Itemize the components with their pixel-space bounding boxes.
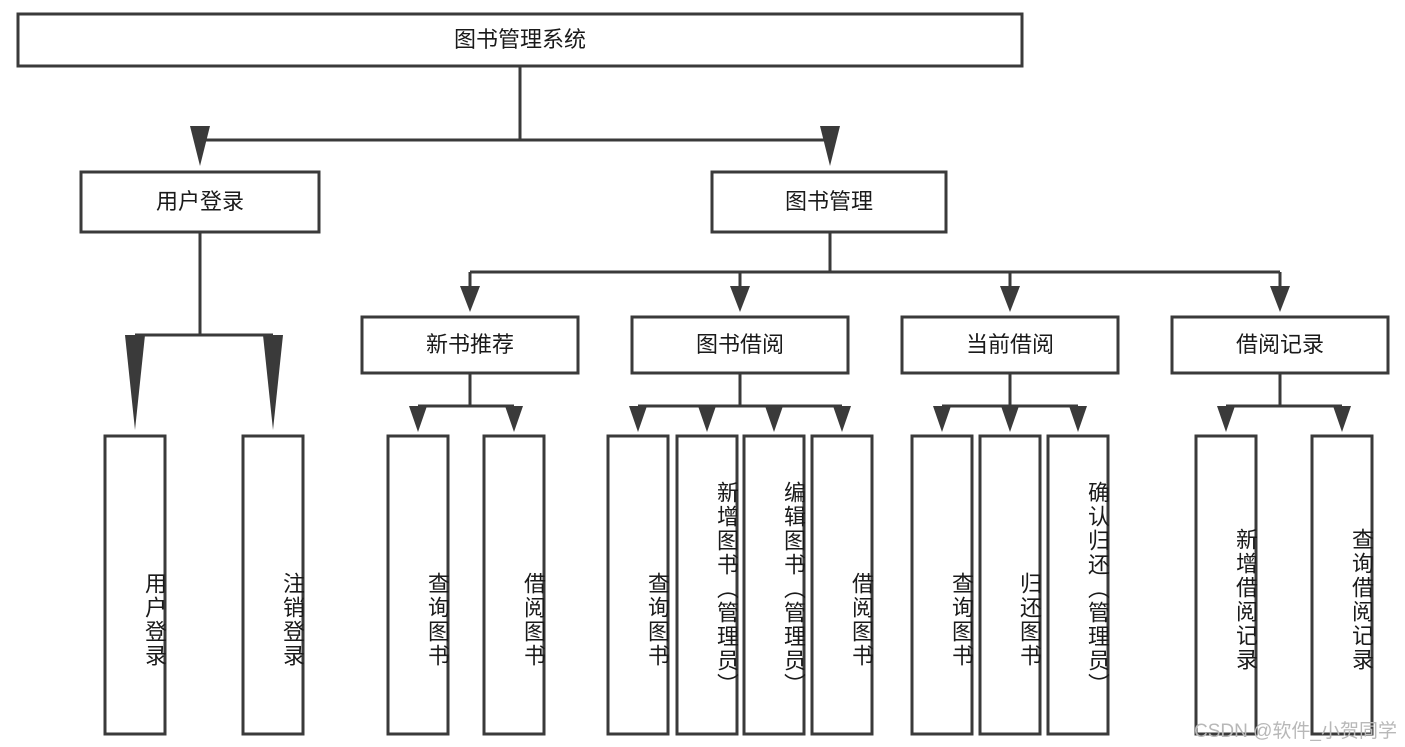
connector-group-newbookrec-to-leaves [409, 373, 523, 432]
node-box-borrow-record[interactable] [1170, 315, 1390, 375]
node-box-leaf-query-book-2[interactable] [606, 434, 670, 736]
node-box-leaf-add-record[interactable] [1194, 434, 1258, 736]
node-box-new-book-recommend[interactable] [360, 315, 580, 375]
node-box-leaf-confirm-return[interactable] [1046, 434, 1110, 736]
node-label-new-book-recommend: 新书推荐 [426, 332, 514, 357]
connector-group-bookmgmt-to-level2 [460, 232, 1290, 312]
node-label-current-borrow: 当前借阅 [966, 332, 1054, 357]
connector-group-borrowrecord-to-leaves [1217, 373, 1351, 432]
arrow-head-book-borrow [730, 286, 750, 312]
arrow-head-book-mgmt [820, 126, 840, 166]
node-box-leaf-edit-book[interactable] [742, 434, 806, 736]
node-box-leaf-borrow-book-2[interactable] [810, 434, 874, 736]
connector-group-root-to-level1 [190, 66, 840, 166]
arrow-head-leaf-query-book-3 [933, 406, 951, 432]
arrow-head-leaf-edit-book [765, 406, 783, 432]
node-box-leaf-query-book-3[interactable] [910, 434, 974, 736]
arrow-head-leaf-borrow-book-1 [505, 406, 523, 432]
arrow-head-borrow-record [1270, 286, 1290, 312]
node-label-user-login: 用户登录 [156, 189, 244, 214]
node-label-book-borrow: 图书借阅 [696, 332, 784, 357]
arrow-head-new-book-rec [460, 286, 480, 312]
arrow-head-leaf-add-book [698, 406, 716, 432]
connector-group-bookborrow-to-leaves [629, 373, 851, 432]
arrow-head-current-borrow [1000, 286, 1020, 312]
node-box-leaf-query-book-1[interactable] [386, 434, 450, 736]
node-box-book-borrow[interactable] [630, 315, 850, 375]
node-box-leaf-user-login[interactable] [103, 434, 167, 736]
connector-group-currentborrow-to-leaves [933, 373, 1087, 432]
node-box-current-borrow[interactable] [900, 315, 1120, 375]
arrow-head-leaf-add-record [1217, 406, 1235, 432]
node-label-borrow-record: 借阅记录 [1236, 332, 1324, 357]
connector-group-userlogin-to-leaves [125, 232, 283, 430]
arrow-head-leaf-borrow-book-2 [833, 406, 851, 432]
node-box-user-login[interactable] [79, 170, 321, 234]
node-boxes-group: 图书管理系统 用户登录 图书管理 新书推荐 图书借阅 当前借阅 借阅记录 [16, 12, 1390, 736]
node-box-book-management[interactable] [710, 170, 948, 234]
node-box-leaf-add-book[interactable] [675, 434, 739, 736]
node-box-root[interactable] [16, 12, 1024, 68]
arrow-head-leaf-query-book-2 [629, 406, 647, 432]
arrow-head-leaf-confirm-return [1069, 406, 1087, 432]
node-box-leaf-query-record[interactable] [1310, 434, 1374, 736]
node-label-book-management: 图书管理 [785, 189, 873, 214]
arrow-head-leaf-query-record [1333, 406, 1351, 432]
node-box-leaf-logout[interactable] [241, 434, 305, 736]
arrow-head-leaf-query-book-1 [409, 406, 427, 432]
node-label-root: 图书管理系统 [454, 27, 586, 52]
arrow-head-user-login [190, 126, 210, 166]
arrow-head-leaf-return-book [1001, 406, 1019, 432]
node-box-leaf-return-book[interactable] [978, 434, 1042, 736]
node-box-leaf-borrow-book-1[interactable] [482, 434, 546, 736]
